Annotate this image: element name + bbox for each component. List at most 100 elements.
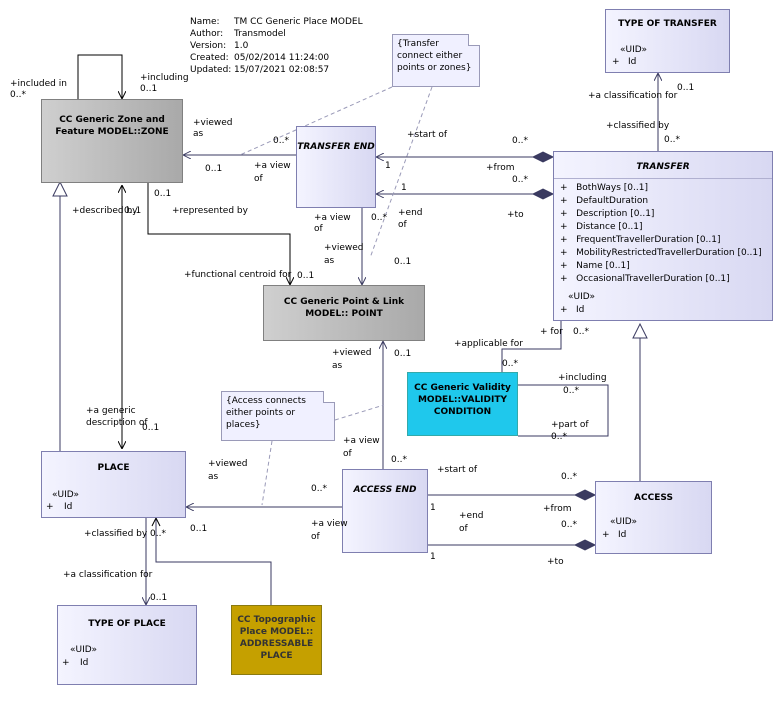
role-label: +from xyxy=(543,504,572,514)
access-id: Id xyxy=(618,530,627,540)
type-of-place-title: TYPE OF PLACE xyxy=(88,619,166,629)
place-stereotype: «UID» xyxy=(52,490,80,500)
meta-author-label: Author: xyxy=(190,29,224,39)
transfer-attribute: + FrequentTravellerDuration [0..1] xyxy=(560,235,721,245)
multiplicity-label: 1 xyxy=(401,183,407,193)
transfer-attribute: + Description [0..1] xyxy=(560,209,655,219)
access-plus: + xyxy=(602,530,610,540)
multiplicity-label: 0..* xyxy=(273,136,289,146)
access-node[interactable]: ACCESS «UID» + Id xyxy=(595,481,712,554)
transfer-attribute: + OccasionalTravellerDuration [0..1] xyxy=(560,274,730,284)
role-label: +end xyxy=(459,511,484,521)
role-label: description of xyxy=(86,418,148,428)
multiplicity-label: 0..* xyxy=(561,472,577,482)
role-label: +classified by xyxy=(84,529,148,539)
multiplicity-label: 0..1 xyxy=(677,83,695,93)
meta-name-value: TM CC Generic Place MODEL xyxy=(234,17,363,27)
multiplicity-label: 0..* xyxy=(664,135,680,145)
multiplicity-label: 0..1 xyxy=(142,423,160,433)
role-label: +end xyxy=(398,208,423,218)
role-label: +to xyxy=(547,557,564,567)
type-of-transfer-title: TYPE OF TRANSFER xyxy=(618,19,717,29)
multiplicity-label: 1 xyxy=(430,503,436,513)
multiplicity-label: 0..* xyxy=(561,520,577,530)
role-label: of xyxy=(254,174,263,184)
multiplicity-label: 0..* xyxy=(563,386,579,396)
multiplicity-label: 0..* xyxy=(10,90,26,100)
type-of-transfer-plus: + xyxy=(612,57,620,67)
transfer-attribute: + MobilityRestrictedTravellerDuration [0… xyxy=(560,248,762,258)
role-label: as xyxy=(324,256,335,266)
transfer-constraint-note: {Transfer connect either points or zones… xyxy=(392,34,480,87)
role-label: +including xyxy=(140,73,189,83)
meta-version-label: Version: xyxy=(190,41,227,51)
role-label: +described by xyxy=(72,206,138,216)
point-node[interactable]: CC Generic Point & Link MODEL:: POINT xyxy=(263,285,425,341)
access-note-text: {Access connects either points or places… xyxy=(226,396,306,430)
role-label: as xyxy=(193,129,204,139)
type-of-place-stereotype: «UID» xyxy=(70,645,98,655)
transfer-stereotype: «UID» xyxy=(568,292,596,302)
transfer-note-text: {Transfer connect either points or zones… xyxy=(397,39,472,73)
role-label: +from xyxy=(486,163,515,173)
role-label: of xyxy=(343,449,352,459)
multiplicity-label: 0..* xyxy=(371,213,387,223)
role-label: +a view xyxy=(311,519,348,529)
role-label: +included in xyxy=(10,79,67,89)
transfer-end-node[interactable]: TRANSFER END xyxy=(296,126,376,208)
validity-condition-title: CC Generic Validity MODEL::VALIDITY COND… xyxy=(414,383,511,417)
place-id: Id xyxy=(64,502,73,512)
role-label: +classified by xyxy=(606,121,670,131)
role-label: +a generic xyxy=(86,406,136,416)
multiplicity-label: 0..1 xyxy=(394,349,412,359)
multiplicity-label: 0..* xyxy=(512,175,528,185)
role-label: +viewed xyxy=(208,459,248,469)
transfer-attribute: + DefaultDuration xyxy=(560,196,649,206)
role-label: +viewed xyxy=(324,243,364,253)
role-label: of xyxy=(311,532,320,542)
meta-updated-value: 15/07/2021 02:08:57 xyxy=(234,65,330,75)
multiplicity-label: 0..1 xyxy=(140,84,158,94)
validity-condition-node[interactable]: CC Generic Validity MODEL::VALIDITY COND… xyxy=(407,372,518,436)
multiplicity-label: 0..* xyxy=(512,136,528,146)
role-label: +start of xyxy=(437,465,478,475)
role-label: of xyxy=(459,524,468,534)
role-label: +start of xyxy=(407,130,448,140)
type-of-place-plus: + xyxy=(62,658,70,668)
transfer-end-title: TRANSFER END xyxy=(297,142,375,152)
transfer-node[interactable]: TRANSFER + BothWays [0..1] + DefaultDura… xyxy=(553,151,773,321)
role-label: +viewed xyxy=(193,118,233,128)
meta-author-value: Transmodel xyxy=(234,29,286,39)
type-of-transfer-id: Id xyxy=(628,57,637,67)
multiplicity-label: 0..* xyxy=(391,455,407,465)
role-label: +to xyxy=(507,210,524,220)
multiplicity-label: 0..* xyxy=(551,432,567,442)
type-of-transfer-node[interactable]: TYPE OF TRANSFER «UID» + Id xyxy=(605,9,730,73)
role-label: +a classification for xyxy=(588,91,678,101)
access-stereotype: «UID» xyxy=(610,517,638,527)
transfer-title: TRANSFER xyxy=(636,162,690,172)
transfer-plus: + xyxy=(560,305,568,315)
zone-node[interactable]: CC Generic Zone and Feature MODEL::ZONE xyxy=(41,99,183,183)
access-constraint-note: {Access connects either points or places… xyxy=(221,391,335,441)
transfer-attribute: + BothWays [0..1] xyxy=(560,183,648,193)
type-of-place-node[interactable]: TYPE OF PLACE «UID» + Id xyxy=(57,605,197,685)
place-node[interactable]: PLACE «UID» + Id xyxy=(41,451,186,518)
role-label: as xyxy=(208,472,219,482)
multiplicity-label: 0..1 xyxy=(394,257,412,267)
role-label: +represented by xyxy=(172,206,248,216)
multiplicity-label: 0..1 xyxy=(124,206,142,216)
role-label: of xyxy=(398,220,407,230)
place-plus: + xyxy=(46,502,54,512)
meta-updated-label: Updated: xyxy=(190,65,232,75)
access-title: ACCESS xyxy=(634,493,673,503)
multiplicity-label: 0..1 xyxy=(154,189,172,199)
multiplicity-label: 0..1 xyxy=(205,164,223,174)
access-end-node[interactable]: ACCESS END xyxy=(342,469,428,553)
place-title: PLACE xyxy=(97,463,130,473)
addressable-place-node[interactable]: CC Topographic Place MODEL:: ADDRESSABLE… xyxy=(231,605,322,675)
type-of-place-id: Id xyxy=(80,658,89,668)
role-label: +part of xyxy=(551,420,589,430)
